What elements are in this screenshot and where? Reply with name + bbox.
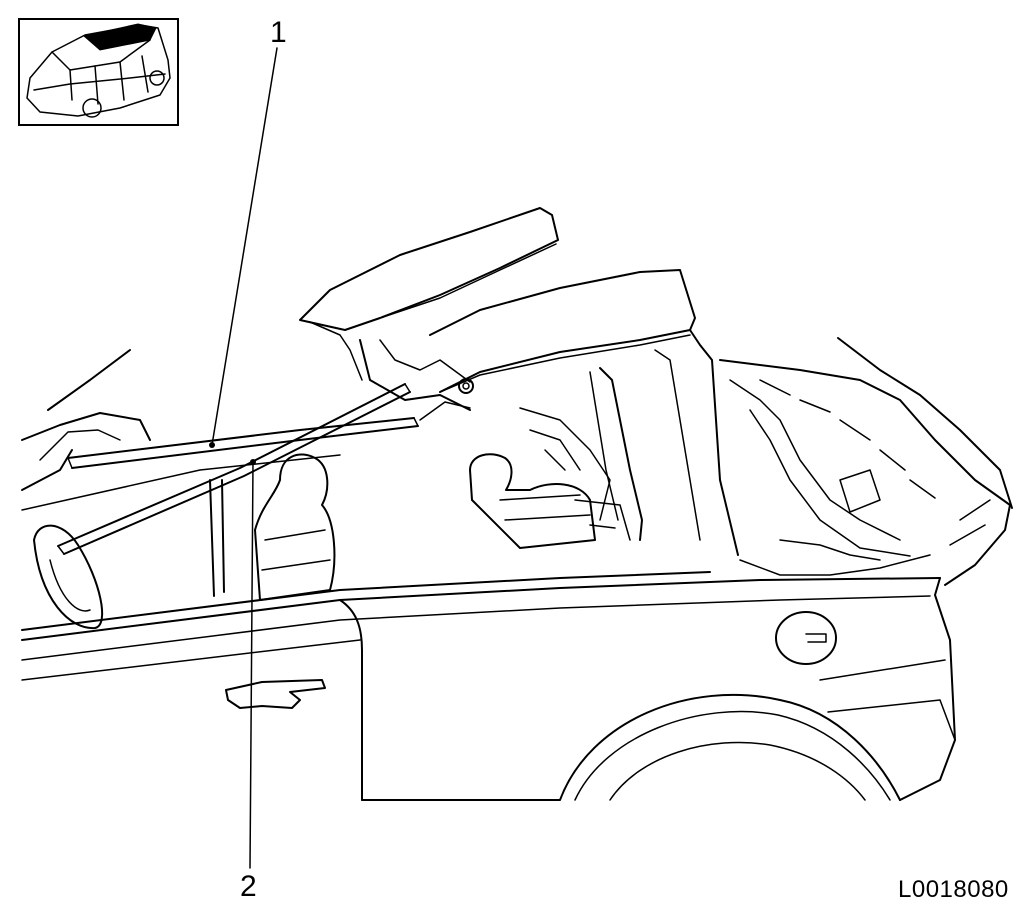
leader-dot-1 [209, 442, 215, 448]
part-1-guide-rail [67, 417, 419, 469]
trunk-lid [719, 337, 1013, 586]
drawing-code: L0018080 [898, 876, 1009, 903]
callout-label-2: 2 [240, 870, 257, 903]
leader-dot-2 [250, 459, 256, 465]
folding-roof [299, 207, 739, 556]
leader-line-1 [211, 47, 278, 446]
callout-label-1: 1 [270, 16, 287, 49]
leader-line-2 [249, 461, 254, 869]
part-2-strut [57, 383, 411, 555]
car-body [21, 571, 956, 801]
rear-seats [469, 453, 596, 549]
windscreen-frame [21, 349, 341, 630]
vehicle-overview-icon [18, 18, 179, 126]
front-seat [254, 453, 336, 601]
